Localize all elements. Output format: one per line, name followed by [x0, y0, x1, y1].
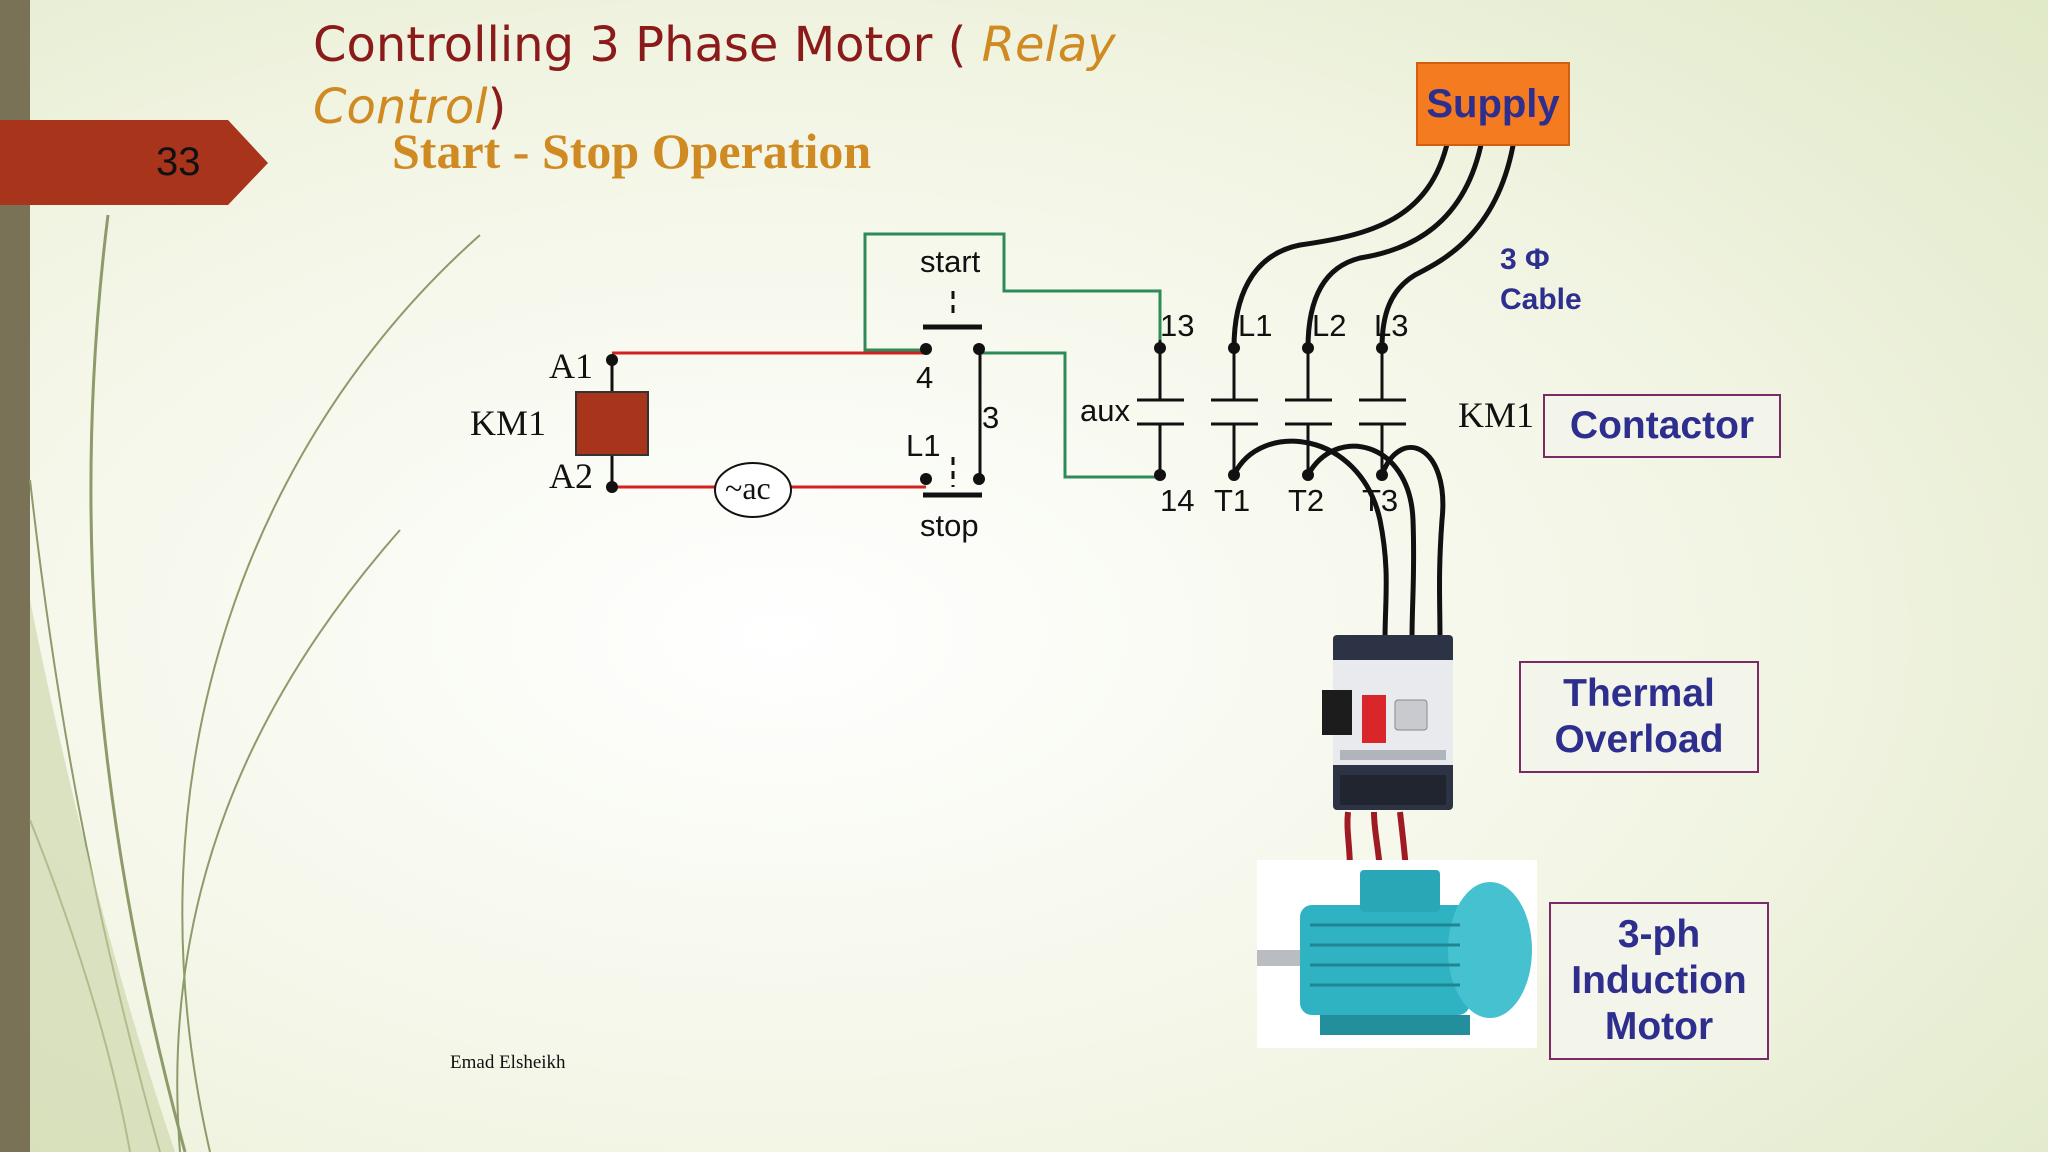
title-italic-control: Control: [313, 79, 488, 135]
terminal-3: 3: [982, 400, 1000, 435]
thermal-callout-line-1: Thermal: [1563, 672, 1715, 715]
cable-label-line-1: 3 Φ: [1500, 243, 1550, 276]
terminal-t3: T3: [1362, 483, 1399, 518]
terminal-a1: A1: [549, 346, 593, 386]
induction-motor-picture: [1257, 860, 1537, 1048]
contactor-contacts: [1137, 340, 1406, 475]
cable-label: 3 Φ Cable: [1500, 240, 1582, 320]
pushbuttons: [923, 291, 982, 498]
title-italic-relay: Relay: [981, 17, 1116, 73]
terminal-13: 13: [1160, 308, 1195, 343]
green-control-wires: [863, 232, 1162, 479]
contactor-callout-text: Contactor: [1569, 404, 1755, 447]
terminal-a2: A2: [549, 456, 593, 496]
km1-coil: [575, 391, 649, 456]
motor-callout-line-3: Motor: [1604, 1005, 1714, 1048]
slide-subtitle: Start - Stop Operation: [392, 123, 872, 179]
coil-label: KM1: [470, 403, 547, 443]
pushbutton-terminals: [606, 343, 985, 493]
terminal-t2: T2: [1288, 483, 1325, 518]
ac-source-symbol: [714, 462, 792, 518]
terminal-14: 14: [1160, 483, 1195, 518]
contactor-tag: KM1: [1458, 395, 1535, 435]
motor-callout-line-1: 3-ph: [1617, 913, 1701, 956]
terminal-l1-control: L1: [906, 428, 941, 463]
terminal-4: 4: [916, 360, 934, 395]
author-footer: Emad Elsheikh: [450, 1052, 566, 1073]
output-cables: [1231, 438, 1446, 641]
contactor-terminals: [1154, 342, 1388, 481]
red-control-wires: [612, 351, 926, 489]
contactor-callout: Contactor: [1543, 394, 1781, 458]
terminal-l1: L1: [1238, 308, 1273, 343]
aux-contact-label: aux: [1080, 393, 1130, 428]
title-text: Controlling 3 Phase Motor (: [313, 17, 982, 73]
slide-title: Controlling 3 Phase Motor ( Relay Contro…: [313, 14, 1213, 138]
motor-callout-line-2: Induction: [1571, 959, 1747, 1002]
start-button-label: start: [920, 244, 981, 279]
thermal-overload-callout: Thermal Overload: [1519, 661, 1759, 773]
terminal-t1: T1: [1214, 483, 1251, 518]
page-number: 33: [156, 140, 201, 184]
page-number-arrow: [0, 120, 268, 205]
title-close: ): [487, 79, 507, 135]
thermal-callout-line-2: Overload: [1554, 718, 1724, 761]
stop-button-label: stop: [920, 508, 979, 543]
terminal-l2: L2: [1312, 308, 1347, 343]
supply-box: Supply: [1416, 62, 1570, 146]
ac-source-label: ~ac: [725, 470, 771, 506]
thermal-overload-device: [1322, 635, 1453, 810]
motor-callout: 3-ph Induction Motor: [1549, 902, 1769, 1060]
supply-cables: [1231, 139, 1517, 349]
terminal-l3: L3: [1374, 308, 1409, 343]
supply-label: Supply: [1426, 81, 1560, 126]
cable-label-line-2: Cable: [1500, 283, 1582, 316]
